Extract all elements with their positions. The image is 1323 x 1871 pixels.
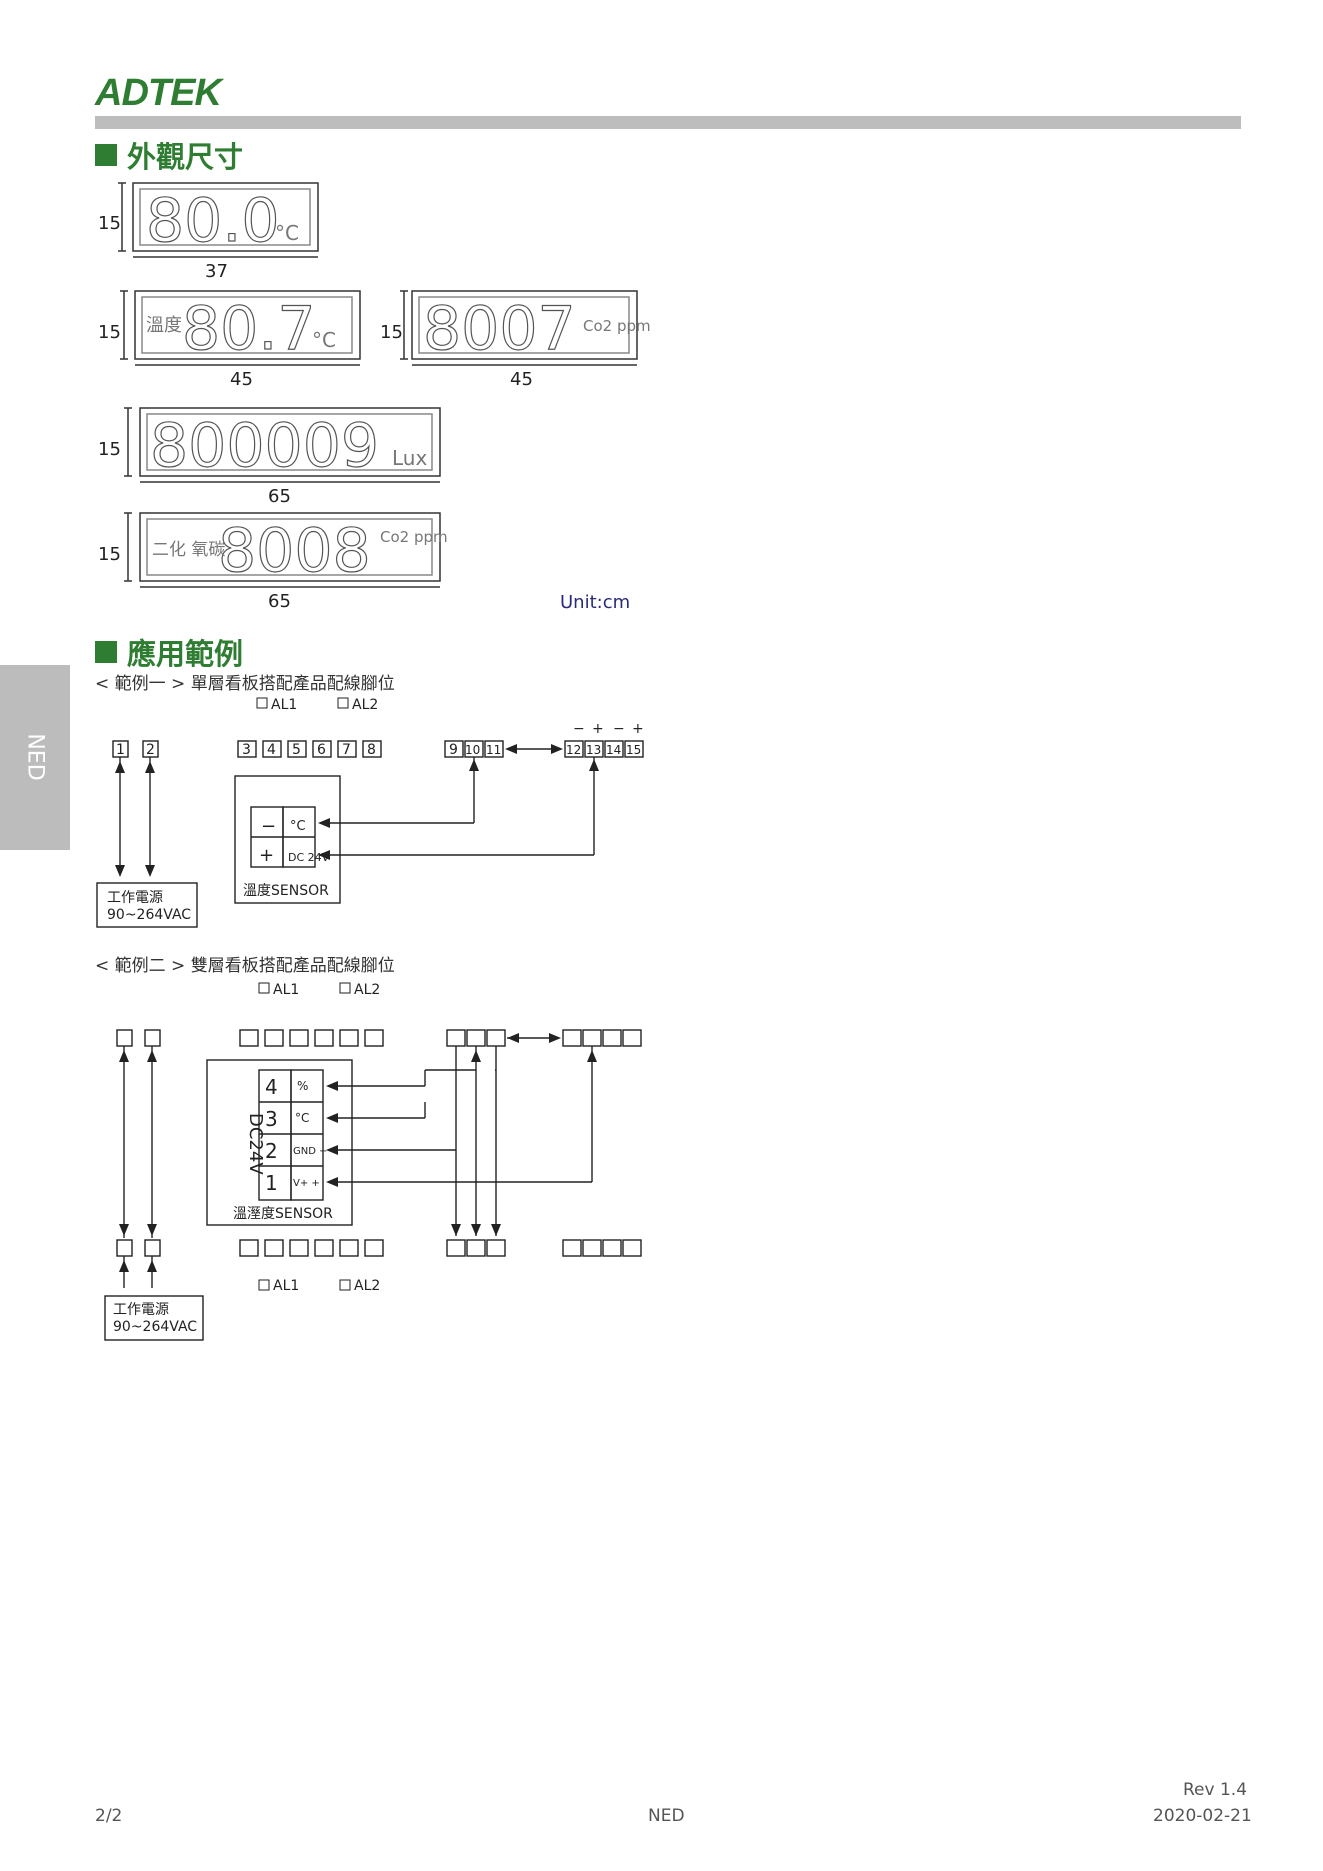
sensor-box-2 bbox=[206, 1059, 353, 1226]
svg-text:+: + bbox=[259, 845, 274, 866]
svg-text:3: 3 bbox=[242, 742, 251, 758]
adtek-logo: ADTEK bbox=[95, 72, 222, 114]
al1-label: AL1 bbox=[271, 697, 297, 713]
svg-text:2: 2 bbox=[146, 742, 155, 758]
svg-text:4: 4 bbox=[265, 1075, 278, 1099]
dim-width-2: 45 bbox=[230, 369, 253, 390]
al2-label-3: AL2 bbox=[354, 1278, 380, 1294]
power-box bbox=[96, 882, 198, 928]
heading-square-icon bbox=[95, 144, 117, 166]
panel-4-unit: Lux bbox=[392, 446, 427, 470]
dimensions-title: 外觀尺寸 bbox=[127, 140, 244, 174]
svg-text:4: 4 bbox=[267, 742, 276, 758]
svg-text:DC 24V: DC 24V bbox=[288, 851, 330, 864]
svg-text:°C: °C bbox=[290, 819, 306, 834]
svg-text:10: 10 bbox=[465, 743, 480, 757]
power-box-2 bbox=[104, 1295, 204, 1341]
panel-2-digits: 80.7 bbox=[182, 294, 316, 364]
application-title: 應用範例 bbox=[127, 637, 244, 671]
dim-height-2: 15 bbox=[98, 322, 121, 343]
panel-4-digits: 800009 bbox=[150, 411, 379, 481]
example2-wiring: AL1 AL2 AL1 AL2 4 3 2 1 % °C GND − V+ + … bbox=[104, 982, 642, 1341]
header-bar bbox=[95, 116, 1241, 129]
footer-date: 2020-02-21 bbox=[1153, 1806, 1252, 1826]
footer-page: 2/2 bbox=[95, 1806, 123, 1826]
sensor-box bbox=[234, 775, 341, 904]
svg-text:V+ +: V+ + bbox=[293, 1178, 320, 1189]
dim-height-4: 15 bbox=[98, 439, 121, 460]
panel-3-frame bbox=[411, 290, 638, 360]
svg-text:GND −: GND − bbox=[293, 1146, 328, 1157]
panel-3-digits: 8007 bbox=[423, 294, 576, 364]
svg-text:%: % bbox=[297, 1079, 308, 1093]
power-label-1: 工作電源 bbox=[107, 890, 163, 906]
svg-text:12: 12 bbox=[566, 743, 581, 757]
svg-text:3: 3 bbox=[265, 1107, 278, 1131]
panel-5-digits: 8008 bbox=[218, 516, 371, 586]
dim-height-5: 15 bbox=[98, 544, 121, 565]
svg-text:13: 13 bbox=[586, 743, 601, 757]
al2-label-2: AL2 bbox=[354, 982, 380, 998]
panel-2-frame bbox=[134, 290, 361, 360]
al2-label: AL2 bbox=[352, 697, 378, 713]
svg-text:14: 14 bbox=[606, 743, 621, 757]
dim-width-5: 65 bbox=[268, 591, 291, 612]
sensor-label: 溫度SENSOR bbox=[243, 883, 329, 899]
dim-width-3: 45 bbox=[510, 369, 533, 390]
dim-height-1: 15 bbox=[98, 213, 121, 234]
power2-label-1: 工作電源 bbox=[113, 1302, 169, 1318]
dim-width-1: 37 bbox=[205, 261, 228, 282]
svg-text:1: 1 bbox=[116, 742, 125, 758]
sensor-dc24v: DC24V bbox=[245, 1113, 266, 1175]
svg-text:−: − bbox=[261, 816, 276, 837]
power-label-2: 90~264VAC bbox=[107, 907, 191, 923]
panel-1-frame bbox=[132, 182, 319, 252]
panel-1-unit: °C bbox=[275, 221, 299, 245]
panel-1-digits: 80.0 bbox=[146, 186, 280, 256]
panel-5-frame bbox=[139, 512, 441, 582]
panel-2-unit: °C bbox=[312, 328, 336, 352]
dim-height-3: 15 bbox=[380, 322, 403, 343]
example2-label: < 範例二 > 雙層看板搭配產品配線腳位 bbox=[95, 956, 395, 976]
panel-4-frame bbox=[139, 407, 441, 477]
dimensions-heading: 外觀尺寸 bbox=[95, 134, 243, 176]
svg-text:15: 15 bbox=[626, 743, 641, 757]
svg-text:−: − bbox=[573, 721, 585, 737]
heading-square-icon bbox=[95, 641, 117, 663]
svg-text:5: 5 bbox=[292, 742, 301, 758]
al1-label-2: AL1 bbox=[273, 982, 299, 998]
panel-5-side: 二化 氧碳 bbox=[152, 540, 225, 560]
svg-text:7: 7 bbox=[342, 742, 351, 758]
application-heading: 應用範例 bbox=[95, 631, 243, 673]
al1-label-3: AL1 bbox=[273, 1278, 299, 1294]
footer-center: NED bbox=[648, 1806, 685, 1826]
panel-2-side: 溫度 bbox=[146, 315, 182, 336]
panel-3-unit: Co2 ppm bbox=[583, 317, 651, 335]
side-tab: NED bbox=[0, 665, 70, 850]
svg-text:2: 2 bbox=[265, 1139, 278, 1163]
svg-text:°C: °C bbox=[295, 1111, 309, 1125]
dimensions-drawing: 15 37 15 45 15 45 15 65 15 65 80.0 80.7 … bbox=[98, 182, 651, 612]
example1-label: < 範例一 > 單層看板搭配產品配線腳位 bbox=[95, 674, 395, 694]
footer-rev: Rev 1.4 bbox=[1183, 1780, 1248, 1800]
unit-label: Unit:cm bbox=[560, 592, 631, 613]
svg-text:6: 6 bbox=[317, 742, 326, 758]
panel-5-unit: Co2 ppm bbox=[380, 528, 448, 546]
svg-text:−: − bbox=[613, 721, 625, 737]
svg-text:8: 8 bbox=[367, 742, 376, 758]
svg-text:1: 1 bbox=[265, 1171, 278, 1195]
power2-label-2: 90~264VAC bbox=[113, 1319, 197, 1335]
svg-text:+: + bbox=[632, 721, 644, 737]
svg-text:11: 11 bbox=[486, 743, 501, 757]
svg-text:9: 9 bbox=[449, 742, 458, 758]
sensor-label-2: 溫溼度SENSOR bbox=[233, 1206, 333, 1222]
dim-width-4: 65 bbox=[268, 486, 291, 507]
svg-text:+: + bbox=[592, 721, 604, 737]
side-tab-label: NED bbox=[22, 733, 48, 781]
